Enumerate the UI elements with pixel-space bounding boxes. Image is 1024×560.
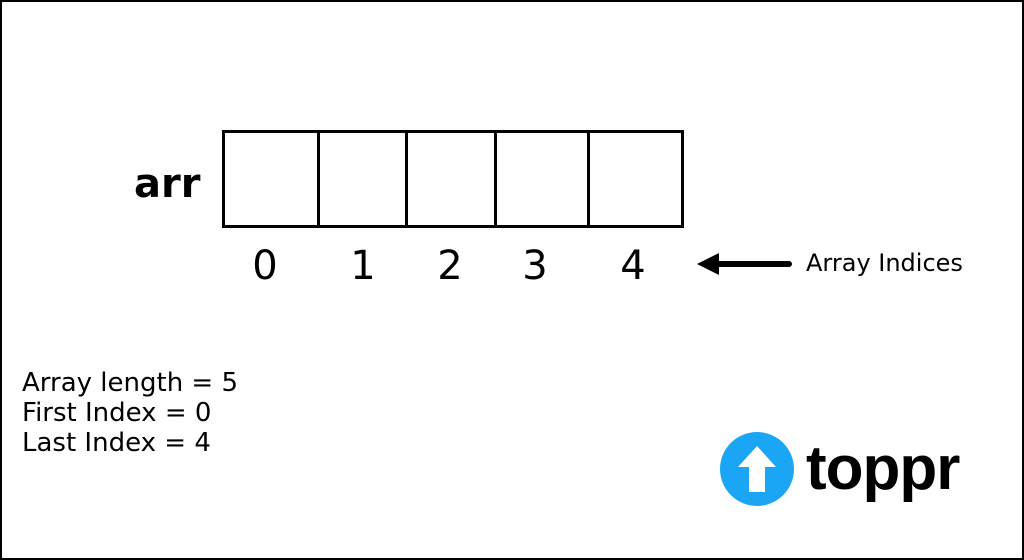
cell-divider [405, 133, 408, 225]
index-label-0: 0 [252, 243, 278, 289]
indices-caption: Array Indices [806, 249, 963, 277]
array-cells [222, 130, 684, 228]
array-name-label: arr [134, 161, 201, 207]
toppr-logo: toppr [720, 432, 960, 506]
cell-divider [494, 133, 497, 225]
left-arrow-icon [697, 253, 792, 275]
first-index-text: First Index = 0 [22, 398, 212, 428]
array-length-text: Array length = 5 [22, 368, 239, 398]
cell-divider [317, 133, 320, 225]
index-label-3: 3 [522, 243, 548, 289]
index-label-2: 2 [437, 243, 463, 289]
index-label-4: 4 [620, 243, 646, 289]
brand-name: toppr [806, 434, 960, 503]
up-arrow-icon [720, 432, 794, 506]
cell-divider [587, 133, 590, 225]
last-index-text: Last Index = 4 [22, 428, 211, 458]
array-info: Array length = 5 First Index = 0 Last In… [22, 368, 238, 458]
index-label-1: 1 [350, 243, 376, 289]
